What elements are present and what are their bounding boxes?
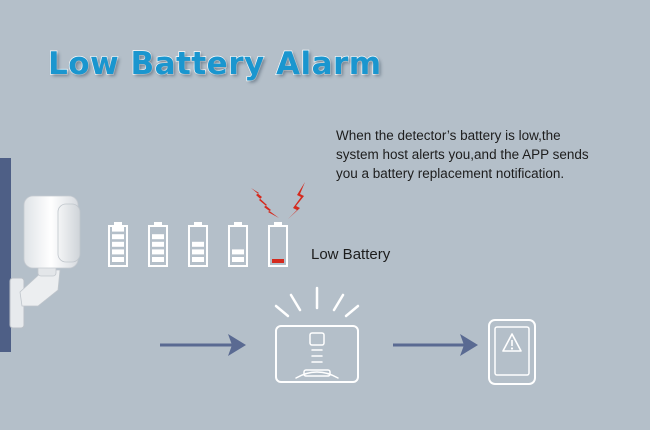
description-line: you a battery replacement notification. [336, 166, 565, 181]
low-battery-label: Low Battery [311, 246, 391, 263]
phone-warning-icon [488, 319, 536, 385]
arrow-right-icon [393, 334, 478, 356]
arrow-right-icon [160, 334, 246, 356]
description-line: When the detector’s battery is low,the [336, 128, 561, 143]
lightning-icon [288, 182, 305, 219]
page-title: Low Battery Alarm [47, 45, 382, 82]
battery-icon [228, 222, 248, 267]
battery-icon [268, 222, 288, 267]
description-text: When the detector’s battery is low,the s… [336, 126, 646, 183]
battery-icon [148, 222, 168, 267]
lightning-icon [251, 188, 279, 218]
pir-detector-icon [9, 195, 81, 329]
battery-icon [108, 222, 128, 267]
battery-indicator-row [108, 222, 288, 267]
alarm-host-icon [274, 286, 360, 383]
description-line: system host alerts you,and the APP sends [336, 147, 589, 162]
wall-panel [0, 158, 11, 352]
battery-icon [188, 222, 208, 267]
